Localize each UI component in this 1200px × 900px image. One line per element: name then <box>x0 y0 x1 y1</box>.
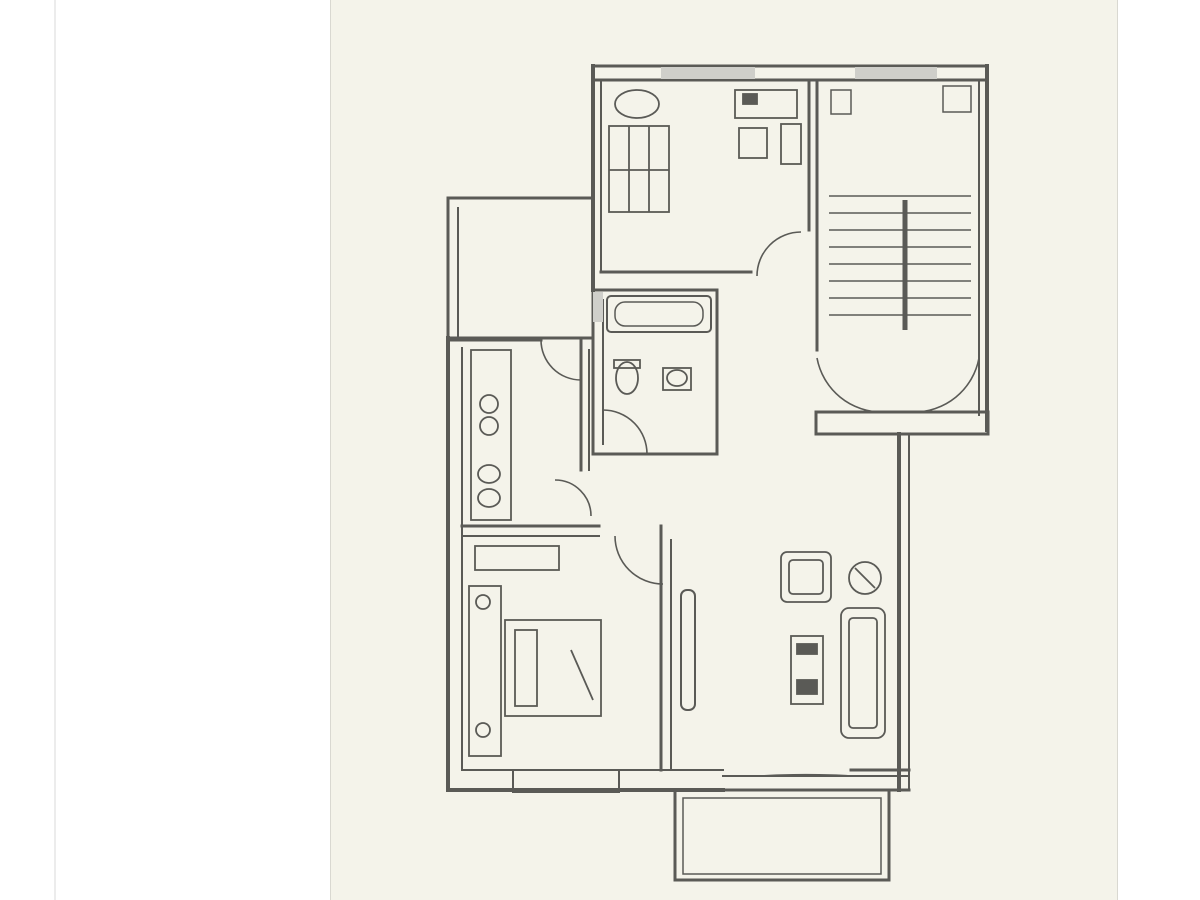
upper-basin-icon <box>614 89 660 119</box>
bathtub-icon <box>606 295 712 333</box>
bed-icon <box>504 619 602 717</box>
floor-plan-panel <box>330 0 1118 900</box>
plant-leaf <box>854 567 876 589</box>
living-window <box>680 589 696 711</box>
bed-pillow <box>514 629 538 707</box>
stair-landing-wall <box>814 410 990 436</box>
bathroom-wall <box>591 288 719 456</box>
kitchen-counter <box>470 349 512 521</box>
upper-shower-icon <box>608 125 670 213</box>
wardrobe-icon <box>468 585 502 757</box>
coffee-table-item-2 <box>796 679 818 695</box>
plant-icon <box>848 561 882 595</box>
bed-blanket-fold <box>570 649 594 701</box>
sofa-icon <box>840 607 886 739</box>
utility-room-wall <box>446 196 595 340</box>
stair-top-window <box>830 85 972 115</box>
window-top-2 <box>855 67 937 79</box>
bedside-lamp-top <box>475 594 491 610</box>
living-furniture <box>780 551 886 739</box>
kitchen-counter-body <box>470 349 512 521</box>
door-swings <box>540 231 980 777</box>
bedroom-furniture <box>468 545 602 757</box>
stair-door-swing-left <box>816 357 884 413</box>
hall-door-swing <box>554 479 592 517</box>
window-top-1 <box>661 67 755 79</box>
bedroom-door-swing <box>614 535 664 585</box>
coffee-table-item-1 <box>796 643 818 655</box>
balcony-door-swing <box>760 773 852 777</box>
balcony-icon <box>673 788 891 882</box>
desk-icon <box>734 89 802 165</box>
bedroom-bay-window <box>512 769 620 793</box>
bedside-lamp-bottom <box>475 722 491 738</box>
stair-door-swing-right <box>912 357 980 413</box>
sink-icon <box>662 367 692 391</box>
upper-room-door-swing <box>756 231 802 277</box>
kitchen-sink-basin-2 <box>477 488 501 508</box>
kitchen-door-swing <box>540 339 582 381</box>
stove-burner-2 <box>479 416 499 436</box>
window-bath <box>593 292 603 322</box>
armchair-icon <box>780 551 832 603</box>
page-left-rule <box>54 0 56 900</box>
armchair-seat <box>788 559 824 595</box>
kitchen-sink-icon <box>477 464 501 484</box>
floor-plan-drawing <box>331 0 1117 900</box>
windows <box>512 67 937 793</box>
staircase-icon <box>829 195 971 330</box>
coffee-table-icon <box>790 635 824 705</box>
bathroom-door-swing <box>602 409 648 455</box>
upper-bath-fixtures <box>608 89 670 213</box>
bedroom-shelf <box>474 545 560 571</box>
sofa-seat <box>848 617 878 729</box>
stove-icon <box>479 394 499 414</box>
toilet-icon <box>613 359 641 395</box>
